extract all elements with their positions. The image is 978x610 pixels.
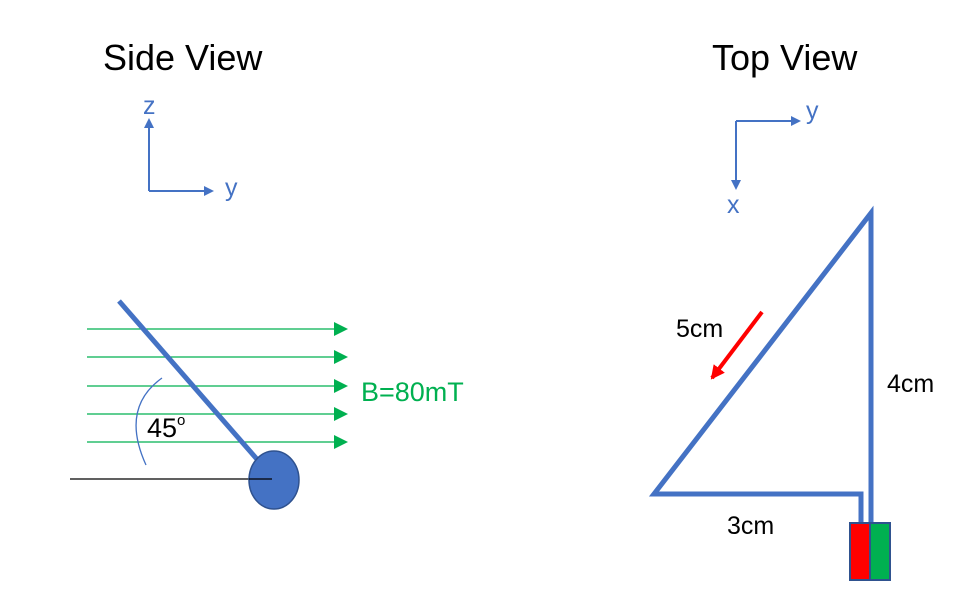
- terminal-green: [869, 522, 891, 581]
- magnetic-field-lines: [87, 322, 348, 449]
- angle-value: 45: [147, 413, 178, 443]
- tilted-rod: [117, 299, 264, 467]
- side-y-axis-label: y: [225, 174, 238, 202]
- angle-arc: [135, 377, 163, 466]
- top-x-axis-label: x: [727, 191, 740, 219]
- wire-loop-path: [648, 205, 874, 522]
- base-length-label: 3cm: [727, 512, 775, 540]
- top-view-title: Top View: [712, 37, 858, 78]
- terminal-red: [849, 522, 871, 581]
- top-view-axes: [731, 116, 801, 190]
- terminals: [849, 522, 891, 581]
- wire-loop: [648, 205, 874, 522]
- field-strength-label: B=80mT: [361, 377, 464, 407]
- current-direction-arrow: [710, 310, 764, 380]
- angle-degree-mark: o: [177, 412, 186, 429]
- side-view-axes: [144, 118, 214, 196]
- angle-label: 45o: [147, 412, 186, 443]
- side-view-title: Side View: [103, 37, 263, 78]
- vertical-side-length-label: 4cm: [887, 370, 935, 398]
- top-y-axis-label: y: [806, 97, 819, 125]
- pivot-ball: [248, 450, 300, 510]
- side-z-axis-label: z: [143, 92, 156, 120]
- hypotenuse-length-label: 5cm: [676, 315, 724, 343]
